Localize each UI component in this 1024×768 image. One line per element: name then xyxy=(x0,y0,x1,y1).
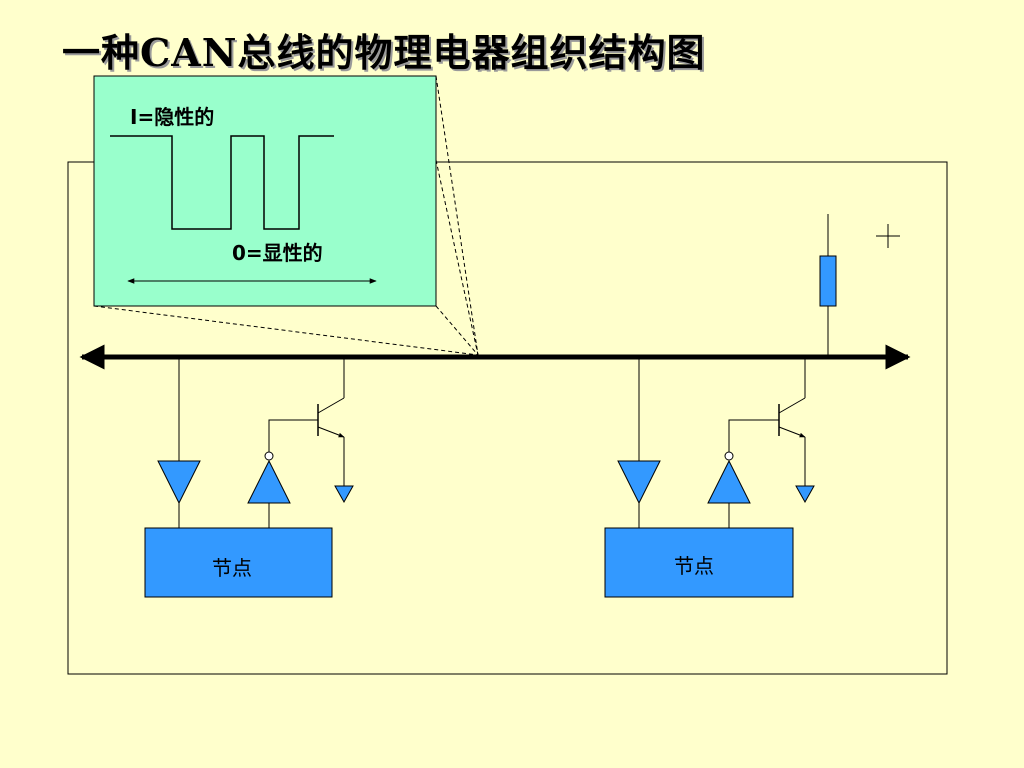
inset-box xyxy=(93,75,437,307)
signal-waveform xyxy=(110,135,334,230)
driver-buffer-icon xyxy=(707,459,751,504)
node-circuit-1: 节点 xyxy=(144,357,354,598)
recessive-label: I=隐性的 xyxy=(130,105,214,129)
node-box-1 xyxy=(144,527,333,598)
node-label-2: 节点 xyxy=(674,554,714,578)
receiver-buffer-icon xyxy=(617,460,661,505)
inverter-bubble-icon xyxy=(264,451,274,461)
transistor-collector xyxy=(778,397,806,414)
waveform-inset: I=隐性的 0=显性的 xyxy=(93,75,437,307)
transistor-emitter xyxy=(778,426,806,438)
resistor-body xyxy=(819,255,837,307)
driver-buffer-icon xyxy=(247,459,291,504)
ground-icon xyxy=(334,485,354,504)
node-label-1: 节点 xyxy=(212,556,252,580)
slide-title: 一种CAN总线的物理电器组织结构图 xyxy=(62,30,706,75)
node-circuit-2: 节点 xyxy=(604,357,815,598)
base-wire xyxy=(728,419,779,452)
termination-resistor xyxy=(819,214,837,357)
transistor-collector xyxy=(317,397,345,414)
receiver-buffer-icon xyxy=(157,460,201,505)
plus-sign xyxy=(876,224,900,248)
transistor-emitter xyxy=(317,426,345,438)
inverter-bubble-icon xyxy=(724,451,734,461)
outer-frame xyxy=(67,161,948,675)
node-box-2 xyxy=(604,527,794,598)
ground-icon xyxy=(795,485,815,504)
base-wire xyxy=(268,419,318,452)
dominant-label: 0=显性的 xyxy=(232,241,323,265)
